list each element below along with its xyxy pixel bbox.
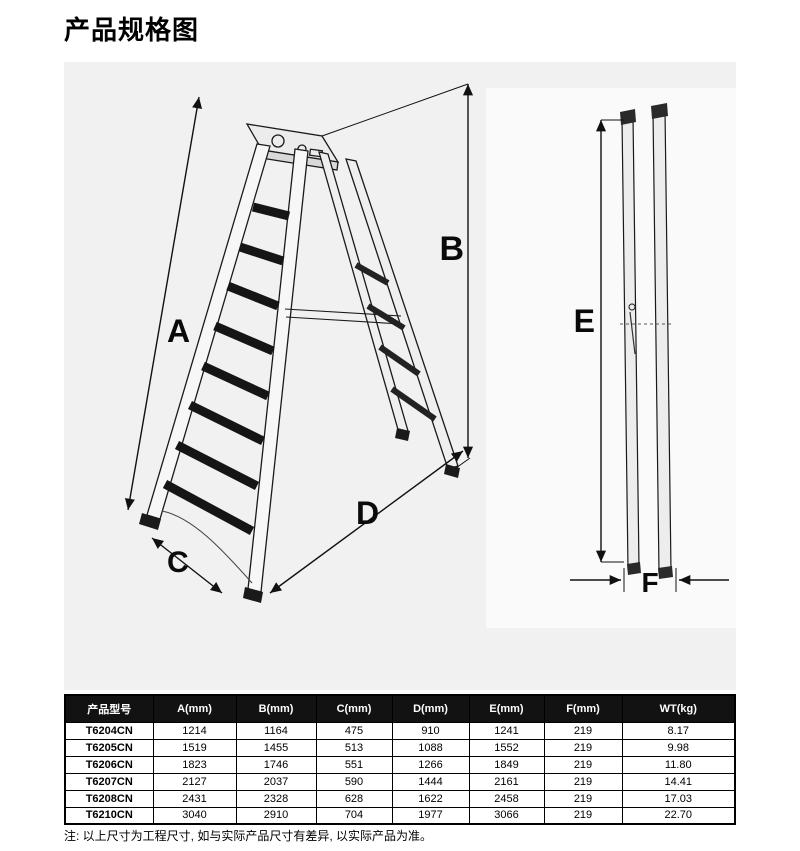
dim-label-c: C xyxy=(167,546,189,579)
dim-label-e: E xyxy=(574,303,595,339)
value-cell: 628 xyxy=(315,789,393,808)
value-cell: 1266 xyxy=(391,755,470,774)
value-cell: 17.03 xyxy=(621,789,736,808)
spec-diagram: A B C D xyxy=(64,62,736,690)
footnote: 注: 以上尺寸为工程尺寸, 如与实际产品尺寸有差异, 以实际产品为准。 xyxy=(64,829,433,843)
table-header-cell: E(mm) xyxy=(468,694,545,723)
model-cell: T6207CN xyxy=(64,772,154,791)
value-cell: 1164 xyxy=(235,721,317,740)
value-cell: 2127 xyxy=(152,772,237,791)
value-cell: 219 xyxy=(543,721,623,740)
value-cell: 219 xyxy=(543,789,623,808)
model-cell: T6206CN xyxy=(64,755,154,774)
table-header-cell: D(mm) xyxy=(391,694,470,723)
table-header-cell: 产品型号 xyxy=(64,694,154,723)
diagram-right-panel xyxy=(486,88,736,628)
value-cell: 8.17 xyxy=(621,721,736,740)
value-cell: 2037 xyxy=(235,772,317,791)
value-cell: 2431 xyxy=(152,789,237,808)
table-header-cell: B(mm) xyxy=(235,694,317,723)
value-cell: 11.80 xyxy=(621,755,736,774)
value-cell: 1241 xyxy=(468,721,545,740)
ladder-drawing-svg: A B C D xyxy=(64,62,736,690)
value-cell: 1977 xyxy=(391,806,470,825)
value-cell: 22.70 xyxy=(621,806,736,825)
value-cell: 1746 xyxy=(235,755,317,774)
model-cell: T6208CN xyxy=(64,789,154,808)
model-cell: T6210CN xyxy=(64,806,154,825)
value-cell: 910 xyxy=(391,721,470,740)
dim-label-b: B xyxy=(439,230,464,268)
model-cell: T6205CN xyxy=(64,738,154,757)
value-cell: 475 xyxy=(315,721,393,740)
value-cell: 590 xyxy=(315,772,393,791)
value-cell: 513 xyxy=(315,738,393,757)
value-cell: 3066 xyxy=(468,806,545,825)
value-cell: 9.98 xyxy=(621,738,736,757)
value-cell: 551 xyxy=(315,755,393,774)
dim-label-f: F xyxy=(641,567,658,598)
value-cell: 14.41 xyxy=(621,772,736,791)
dimension-lines-front xyxy=(124,83,474,594)
table-header-cell: C(mm) xyxy=(315,694,393,723)
value-cell: 219 xyxy=(543,738,623,757)
value-cell: 1622 xyxy=(391,789,470,808)
value-cell: 1455 xyxy=(235,738,317,757)
table-header-cell: A(mm) xyxy=(152,694,237,723)
value-cell: 2910 xyxy=(235,806,317,825)
ladder-folded-view xyxy=(620,103,674,579)
value-cell: 1088 xyxy=(391,738,470,757)
value-cell: 1849 xyxy=(468,755,545,774)
value-cell: 1214 xyxy=(152,721,237,740)
value-cell: 704 xyxy=(315,806,393,825)
value-cell: 1444 xyxy=(391,772,470,791)
value-cell: 2458 xyxy=(468,789,545,808)
value-cell: 219 xyxy=(543,755,623,774)
value-cell: 2161 xyxy=(468,772,545,791)
value-cell: 1519 xyxy=(152,738,237,757)
page-title: 产品规格图 xyxy=(64,15,200,45)
model-cell: T6204CN xyxy=(64,721,154,740)
value-cell: 3040 xyxy=(152,806,237,825)
value-cell: 1823 xyxy=(152,755,237,774)
value-cell: 219 xyxy=(543,772,623,791)
dimension-lines-folded xyxy=(570,119,729,592)
dim-label-d: D xyxy=(356,495,379,531)
value-cell: 1552 xyxy=(468,738,545,757)
table-header-cell: WT(kg) xyxy=(621,694,736,723)
value-cell: 2328 xyxy=(235,789,317,808)
table-header-cell: F(mm) xyxy=(543,694,623,723)
value-cell: 219 xyxy=(543,806,623,825)
dim-label-a: A xyxy=(167,313,190,349)
